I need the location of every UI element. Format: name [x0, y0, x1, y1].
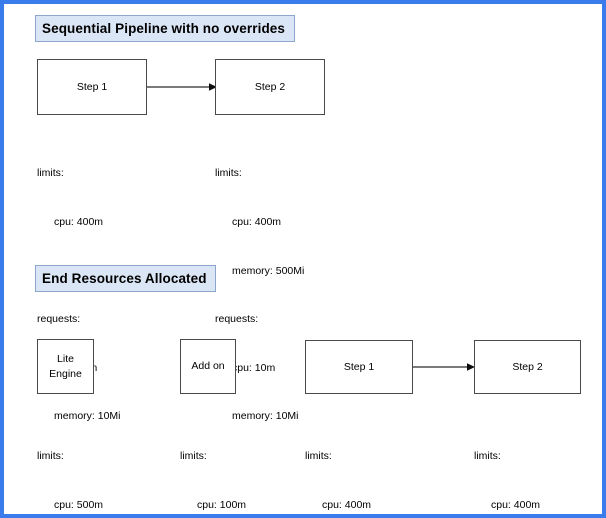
- limits-label: limits:: [305, 450, 332, 463]
- node-label: Step 1: [343, 360, 375, 373]
- node-label: Step 2: [254, 80, 286, 93]
- limits-label: limits:: [215, 167, 242, 180]
- resources-step-2-pipeline: limits: cpu: 400m memory: 500Mi requests…: [215, 133, 304, 457]
- requests-cpu: cpu: 10m: [232, 361, 276, 374]
- requests-memory: memory: 10Mi: [54, 410, 121, 423]
- limits-cpu: cpu: 400m: [54, 216, 104, 229]
- node-label: Step 1: [76, 80, 108, 93]
- limits-cpu: cpu: 400m: [491, 499, 541, 512]
- limits-label: limits:: [37, 167, 64, 180]
- node-label: Add on: [191, 360, 225, 373]
- limits-label: limits:: [180, 450, 207, 463]
- resources-step-1-pipeline: limits: cpu: 400m memory: 500Mi requests…: [37, 133, 126, 457]
- node-step-2-pipeline: Step 2: [215, 59, 325, 115]
- section-title: Sequential Pipeline with no overrides: [42, 21, 286, 36]
- requests-label: requests:: [37, 313, 81, 326]
- section-header-end-resources-allocated: End Resources Allocated: [35, 265, 216, 292]
- node-label: Lite Engine: [49, 353, 82, 380]
- node-lite-engine: Lite Engine: [37, 339, 94, 394]
- resources-step-1-allocated: limits: cpu: 400m memory: 500Mi requests…: [305, 416, 394, 514]
- requests-memory: memory: 10Mi: [232, 410, 299, 423]
- node-label: Step 2: [512, 360, 543, 373]
- node-step-1-pipeline: Step 1: [37, 59, 147, 115]
- resources-step-2-allocated: limits: cpu: 400m memory: 500Mi requests…: [474, 416, 563, 514]
- edge-step-1-to-step-2-allocated: [413, 363, 475, 371]
- limits-cpu: cpu: 100m: [197, 499, 247, 512]
- limits-cpu: cpu: 400m: [232, 216, 282, 229]
- section-title: End Resources Allocated: [42, 271, 207, 286]
- resources-lite-engine: limits: cpu: 500m memory: 600Mi requests…: [37, 416, 126, 514]
- node-step-1-allocated: Step 1: [305, 340, 413, 394]
- resources-add-on: limits: cpu: 100m memory: 100Mi requests…: [180, 416, 269, 514]
- section-header-sequential-pipeline: Sequential Pipeline with no overrides: [35, 15, 295, 42]
- limits-label: limits:: [474, 450, 501, 463]
- limits-cpu: cpu: 400m: [322, 499, 372, 512]
- node-add-on: Add on: [180, 339, 236, 394]
- requests-label: requests:: [215, 313, 259, 326]
- node-step-2-allocated: Step 2: [474, 340, 581, 394]
- limits-label: limits:: [37, 450, 64, 463]
- limits-cpu: cpu: 500m: [54, 499, 104, 512]
- edge-step-1-to-step-2-pipeline: [147, 83, 217, 91]
- limits-memory: memory: 500Mi: [232, 264, 305, 277]
